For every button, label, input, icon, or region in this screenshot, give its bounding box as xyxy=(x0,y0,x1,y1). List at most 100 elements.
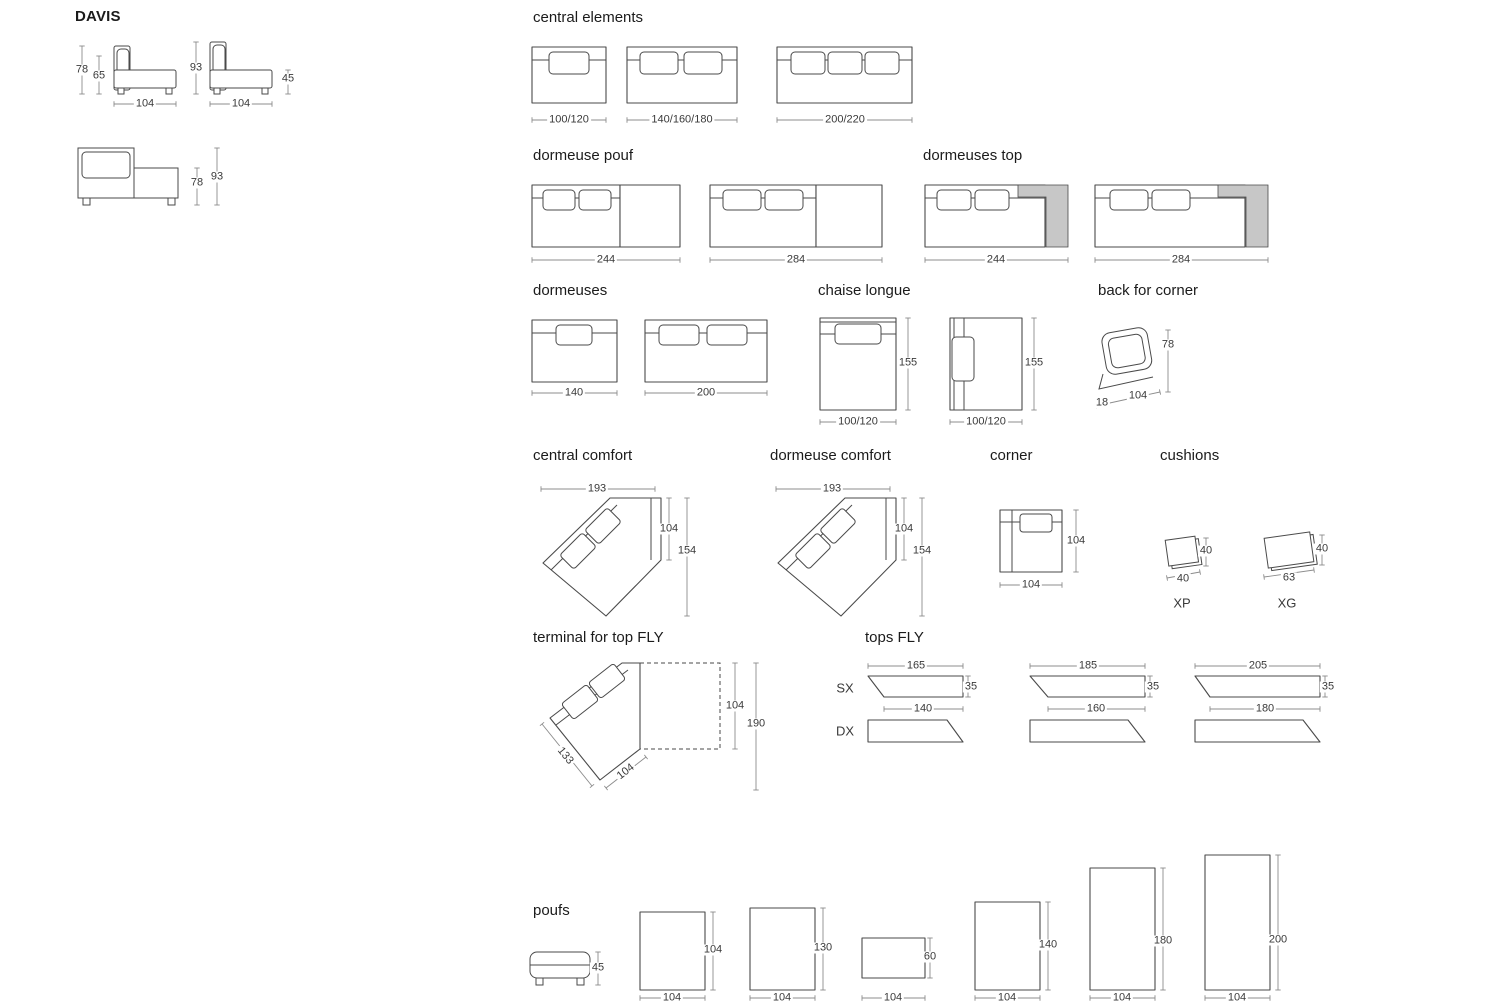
cushion-xg-drawing xyxy=(1263,531,1325,580)
dim-cushion-xg-height: 40 xyxy=(1313,542,1331,555)
dim-sideview1-width: 104 xyxy=(133,97,157,110)
dim-pouf-4-width: 104 xyxy=(995,991,1019,1003)
dim-chaise-2-depth: 155 xyxy=(1022,356,1046,369)
dim-cushion-xp-width: 40 xyxy=(1174,572,1192,585)
dim-pouf-4-height: 140 xyxy=(1036,938,1060,951)
dim-chaise-1-width: 100/120 xyxy=(836,415,880,428)
dormeuse-1-drawing xyxy=(531,319,618,396)
dim-back-corner-width: 104 xyxy=(1126,389,1150,402)
section-title-dormeuse-pouf: dormeuse pouf xyxy=(533,147,634,164)
central-element-3-drawing xyxy=(776,46,913,123)
section-title-chaise-longue: chaise longue xyxy=(818,282,911,299)
dim-corner-width: 104 xyxy=(1019,578,1043,591)
dim-central-element-1-width: 100/120 xyxy=(547,113,591,126)
dim-top-fly-2-bottom: 160 xyxy=(1084,702,1108,715)
dim-top-fly-1-bottom: 140 xyxy=(911,702,935,715)
dim-chaise-1-depth: 155 xyxy=(896,356,920,369)
dim-top-fly-3-top: 205 xyxy=(1246,659,1270,672)
dim-pouf-6-width: 104 xyxy=(1225,991,1249,1003)
dim-sideview2-width: 104 xyxy=(229,97,253,110)
central-element-2-drawing xyxy=(626,46,738,123)
dim-pouf-5-height: 180 xyxy=(1151,934,1175,947)
section-title-dormeuse-comfort: dormeuse comfort xyxy=(770,447,891,464)
pouf-side-view-drawing xyxy=(529,951,601,986)
cushion-xp-label: XP xyxy=(1171,595,1193,611)
dim-cushion-xg-width: 63 xyxy=(1280,571,1298,584)
dim-top-fly-3-bottom: 180 xyxy=(1253,702,1277,715)
dim-pouf-5-width: 104 xyxy=(1110,991,1134,1003)
dim-back-corner-height: 78 xyxy=(1159,338,1177,351)
dim-central-comfort-depth-total: 154 xyxy=(675,544,699,557)
section-title-back-for-corner: back for corner xyxy=(1098,282,1199,299)
section-title-tops-fly: tops FLY xyxy=(865,629,924,646)
dim-back-corner-thickness: 18 xyxy=(1093,396,1111,409)
chaise-longue-1-drawing xyxy=(819,317,911,425)
dim-dormeuse-pouf-2-width: 284 xyxy=(784,253,808,266)
dim-pouf-6-height: 200 xyxy=(1266,933,1290,946)
dim-sideview2-back-height: 93 xyxy=(187,61,205,74)
tops-fly-sx-label: SX xyxy=(834,680,856,696)
dim-pouf-3-width: 104 xyxy=(881,991,905,1003)
dim-central-element-2-width: 140/160/180 xyxy=(649,113,715,126)
dim-pouf-2-width: 104 xyxy=(770,991,794,1003)
terminal-for-top-fly-drawing xyxy=(539,662,759,791)
dim-dormeuse-top-2-width: 284 xyxy=(1169,253,1193,266)
section-title-terminal-fly: terminal for top FLY xyxy=(533,629,664,646)
dormeuse-2-drawing xyxy=(644,319,768,396)
dormeuse-pouf-1-drawing xyxy=(531,184,681,263)
dim-pouf-2-height: 130 xyxy=(811,941,835,954)
dim-dormeuse-1-width: 140 xyxy=(562,386,586,399)
cushion-xp-drawing xyxy=(1164,535,1209,581)
dim-dormeuse-comfort-depth-inner: 104 xyxy=(892,522,916,535)
section-title-corner: corner xyxy=(990,447,1033,464)
dormeuse-top-2-drawing xyxy=(1094,184,1269,263)
dim-chaise-2-width: 100/120 xyxy=(964,415,1008,428)
dim-pouf-side-height: 45 xyxy=(589,961,607,974)
central-comfort-drawing xyxy=(540,486,690,617)
dim-top-fly-2-top: 185 xyxy=(1076,659,1100,672)
section-title-central-comfort: central comfort xyxy=(533,447,633,464)
dim-cushion-xp-height: 40 xyxy=(1197,544,1215,557)
dormeuse-comfort-drawing xyxy=(775,486,925,617)
section-title-dormeuses: dormeuses xyxy=(533,282,608,299)
dim-pouf-1-width: 104 xyxy=(660,991,684,1003)
section-title-dormeuses-top: dormeuses top xyxy=(923,147,1023,164)
dim-dormeuse-pouf-1-width: 244 xyxy=(594,253,618,266)
dim-top-fly-1-height: 35 xyxy=(962,680,980,693)
page-title: DAVIS xyxy=(75,8,121,25)
dim-central-element-3-width: 200/220 xyxy=(823,113,867,126)
tops-fly-dx-label: DX xyxy=(833,723,857,739)
chaise-longue-2-drawing xyxy=(949,317,1037,425)
dim-sideview1-back-height: 78 xyxy=(73,63,91,76)
dim-terminal-fly-depth-total: 190 xyxy=(744,717,768,730)
dim-sideview1-seat-height: 65 xyxy=(90,69,108,82)
dim-dormeuse-top-1-width: 244 xyxy=(984,253,1008,266)
dim-top-fly-2-height: 35 xyxy=(1144,680,1162,693)
side-view-element-2 xyxy=(193,41,291,107)
dim-frontview-back-height: 93 xyxy=(208,170,226,183)
cushion-xg-label: XG xyxy=(1275,595,1299,611)
dim-central-comfort-depth-inner: 104 xyxy=(657,522,681,535)
dormeuse-top-1-drawing xyxy=(924,184,1069,263)
corner-drawing xyxy=(999,509,1079,588)
central-element-1-drawing xyxy=(531,46,607,123)
dim-corner-depth: 104 xyxy=(1064,534,1088,547)
dormeuse-pouf-2-drawing xyxy=(709,184,883,263)
section-title-cushions: cushions xyxy=(1160,447,1220,464)
section-title-central-elements: central elements xyxy=(533,9,644,26)
dim-dormeuse-comfort-width: 193 xyxy=(820,482,844,495)
dim-top-fly-1-top: 165 xyxy=(904,659,928,672)
pouf-top-view-drawings xyxy=(639,854,1281,1001)
dim-dormeuse-comfort-depth-total: 154 xyxy=(910,544,934,557)
dim-top-fly-3-height: 35 xyxy=(1319,680,1337,693)
dim-sideview2-arm-height: 45 xyxy=(279,72,297,85)
dim-pouf-3-height: 60 xyxy=(921,950,939,963)
dim-dormeuse-2-width: 200 xyxy=(694,386,718,399)
dim-central-comfort-width: 193 xyxy=(585,482,609,495)
dim-terminal-fly-depth-inner: 104 xyxy=(723,699,747,712)
dim-pouf-1-height: 104 xyxy=(701,943,725,956)
tops-fly-drawings xyxy=(867,663,1328,743)
dim-frontview-seat-height: 78 xyxy=(188,176,206,189)
